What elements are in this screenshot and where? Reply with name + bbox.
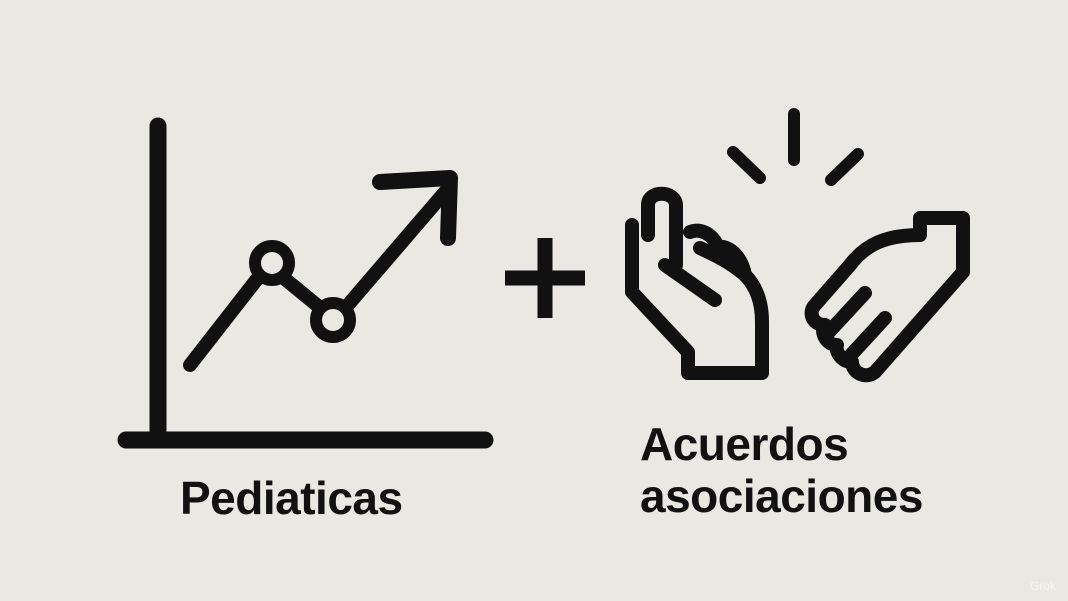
right-caption: Acuerdos asociaciones: [640, 418, 923, 522]
right-caption-line-2: asociaciones: [640, 470, 923, 522]
sparkle-lines-icon: [727, 108, 864, 186]
right-hand-icon: [804, 211, 970, 383]
line-chart-growth-icon: [117, 117, 494, 449]
left-caption: Pediaticas: [180, 472, 403, 524]
watermark: Grok: [1029, 579, 1056, 593]
left-hand-icon: [625, 186, 769, 380]
plus-icon: [505, 238, 585, 318]
right-caption-line-1: Acuerdos: [640, 418, 849, 470]
